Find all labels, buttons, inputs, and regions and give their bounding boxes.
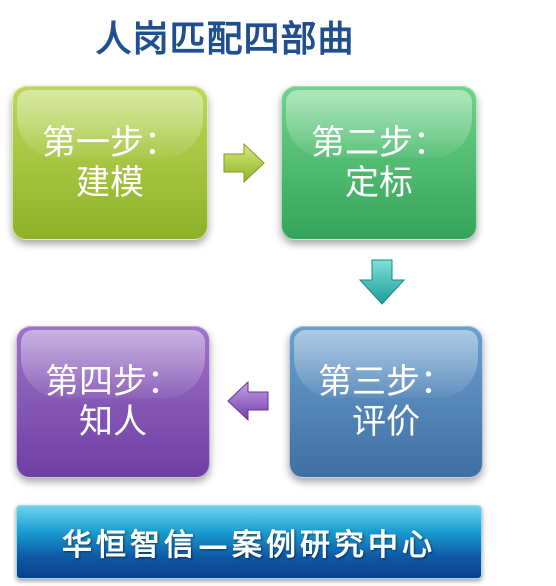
step-1-label: 第一步： [42,123,178,163]
step-4-name: 知人 [79,402,147,442]
footer-banner: 华恒智信—案例研究中心 [16,505,482,579]
step-1-name: 建模 [76,163,144,203]
arrow-right-icon [223,142,265,184]
arrow-down-icon [358,259,406,305]
step-2-box: 第二步： 定标 [281,86,477,240]
step-2-name: 定标 [345,163,413,203]
step-4-box: 第四步： 知人 [16,326,210,478]
step-3-name: 评价 [352,402,420,442]
step-2-label: 第二步： [311,123,447,163]
step-3-label: 第三步： [318,362,454,402]
step-1-box: 第一步： 建模 [12,86,208,240]
step-4-label: 第四步： [45,362,181,402]
diagram-title: 人岗匹配四部曲 [95,19,355,60]
step-3-box: 第三步： 评价 [289,326,483,478]
arrow-left-icon [227,380,269,422]
